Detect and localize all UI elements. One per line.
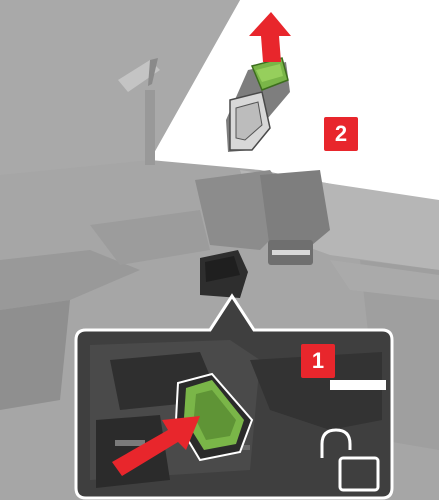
step-badge-2: 2: [324, 117, 358, 151]
step-badge-1: 1: [301, 344, 335, 378]
arrow-up-icon: [249, 12, 291, 62]
staple-cartridge: [226, 58, 290, 152]
